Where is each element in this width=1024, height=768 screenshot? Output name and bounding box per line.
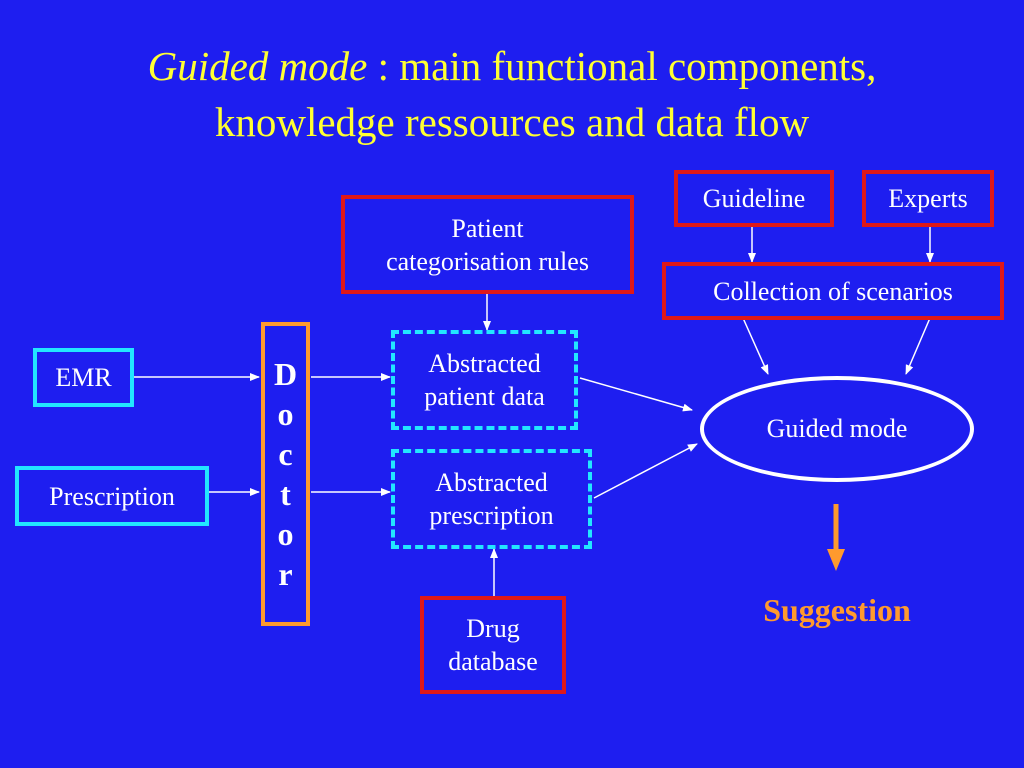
doctor-letter: r (278, 556, 293, 592)
doctor-box: D o c t o r (261, 322, 310, 626)
doctor-letter: o (277, 516, 294, 552)
slide-title: Guided mode : main functional components… (0, 38, 1024, 150)
guideline-label: Guideline (702, 184, 806, 213)
abstracted-prescription-box: Abstracted prescription (391, 449, 592, 549)
doctor-letter: o (277, 396, 294, 432)
abstracted-patient-line2: patient data (424, 382, 545, 411)
patient-rules-box: Patient categorisation rules (341, 195, 634, 294)
experts-box: Experts (862, 170, 994, 227)
guided-mode-node: Guided mode (700, 376, 974, 482)
abstracted-prescription-line1: Abstracted (435, 468, 548, 497)
arrow-abstracted-prescription-to-guided (593, 443, 698, 499)
abstracted-patient-box: Abstracted patient data (391, 330, 578, 430)
patient-rules-line2: categorisation rules (386, 246, 589, 276)
suggestion-label: Suggestion (763, 592, 911, 628)
collection-label: Collection of scenarios (713, 276, 953, 306)
prescription-label: Prescription (49, 481, 175, 511)
guideline-box: Guideline (674, 170, 834, 227)
doctor-letter: t (280, 476, 291, 512)
emr-box: EMR (33, 348, 134, 407)
drug-database-box: Drug database (420, 596, 566, 694)
doctor-letter: D (273, 356, 298, 392)
emr-label: EMR (55, 363, 112, 392)
abstracted-patient-line1: Abstracted (428, 349, 541, 378)
doctor-letter: c (278, 436, 293, 472)
arrow-collection-to-guided-right (905, 317, 931, 375)
patient-rules-line1: Patient (451, 213, 524, 243)
drug-line2: database (448, 647, 538, 676)
experts-label: Experts (888, 184, 968, 213)
arrow-abstracted-patient-to-guided (579, 377, 693, 412)
title-line2: knowledge ressources and data flow (214, 99, 810, 145)
prescription-box: Prescription (15, 466, 209, 526)
collection-box: Collection of scenarios (662, 262, 1004, 320)
title-italic: Guided mode (147, 43, 368, 89)
abstracted-prescription-line2: prescription (429, 501, 554, 530)
drug-line1: Drug (466, 614, 520, 643)
title-rest: : main functional components, (367, 43, 877, 89)
guided-mode-label: Guided mode (766, 414, 908, 443)
arrow-collection-to-guided-left (742, 317, 769, 375)
